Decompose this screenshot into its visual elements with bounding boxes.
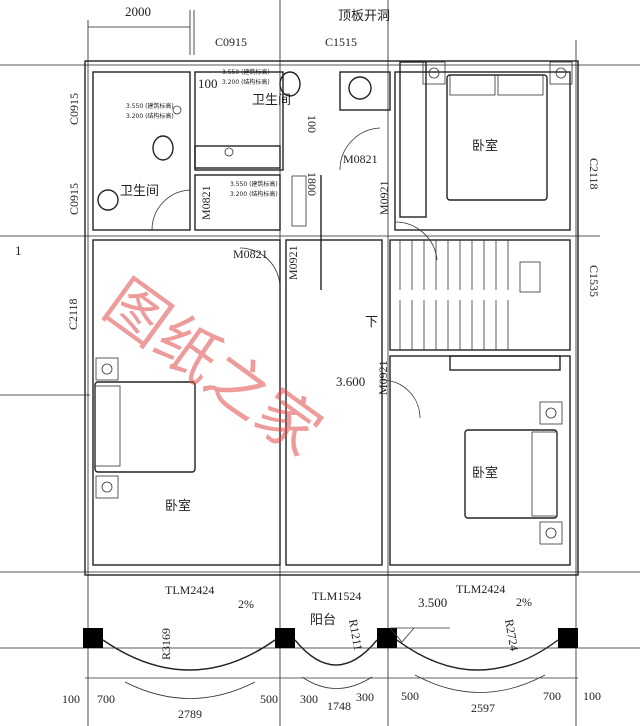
walls (84, 60, 579, 576)
window-label: C0915 (67, 183, 81, 215)
dim-2000: 2000 (125, 4, 151, 19)
room-balcony: 阳台 (310, 613, 336, 628)
radius-label: R2724 (502, 618, 521, 652)
room-bathroom: 卫生间 (120, 184, 159, 199)
watermark: 图纸之家 (91, 265, 335, 470)
room-bedroom: 卧室 (165, 498, 191, 514)
dim-bottom: 100 (583, 689, 601, 703)
beds (94, 74, 558, 519)
door-label: TLM1524 (312, 589, 361, 603)
fixtures (97, 71, 372, 211)
door-label: M0921 (376, 360, 390, 395)
dim-bottom: 500 (260, 692, 278, 706)
dim-bottom: 2789 (178, 707, 202, 721)
dim-1800: 1800 (305, 172, 319, 196)
elev-arch: 3.550 (建筑标高) (230, 180, 278, 188)
window-label: C0915 (67, 93, 81, 125)
dim-bottom: 300 (300, 692, 318, 706)
door-label: M0821 (199, 185, 213, 220)
window-label: C1515 (325, 35, 357, 49)
nightstands (95, 61, 573, 545)
window-label: C0915 (215, 35, 247, 49)
window-label: C2118 (66, 298, 80, 330)
elev-arch: 3.550 (建筑标高) (222, 68, 270, 76)
window-label: C1535 (587, 265, 601, 297)
room-bathroom: 卫生间 (252, 93, 291, 108)
door-label: TLM2424 (456, 582, 505, 596)
labels: 2000 顶板开洞 C0915 C1515 C0915 C0915 C2118 … (15, 4, 601, 721)
elev-struct: 3.200 (结构标高) (230, 190, 278, 198)
door-label: M0821 (343, 152, 378, 166)
dim-bottom: 500 (401, 689, 419, 703)
dim-bottom: 2597 (471, 701, 495, 715)
room-bedroom: 卧室 (472, 138, 498, 154)
stair-down-label: 下 (365, 315, 378, 330)
slope-label: 2% (238, 597, 254, 611)
dim-100-vertical: 100 (305, 115, 319, 133)
dim-bottom: 100 (62, 692, 80, 706)
stair-landing (519, 261, 541, 293)
slope-label: 2% (516, 595, 532, 609)
door-swings (151, 127, 438, 419)
door-label: M0921 (286, 245, 300, 280)
window-label: C2118 (587, 158, 601, 190)
dim-bottom: 300 (356, 690, 374, 704)
door-label: M0921 (377, 180, 391, 215)
radius-label: R3169 (159, 628, 173, 660)
dim-bottom: 700 (543, 689, 561, 703)
dim-bottom: 700 (97, 692, 115, 706)
elev-struct: 3.200 (结构标高) (126, 112, 174, 120)
elev-struct: 3.200 (结构标高) (222, 78, 270, 86)
roof-opening-label: 顶板开洞 (338, 9, 390, 24)
room-bedroom: 卧室 (472, 465, 498, 481)
dim-100: 100 (198, 76, 218, 91)
closets (194, 61, 561, 371)
staircase (399, 240, 541, 350)
balcony (83, 627, 578, 699)
floor-elevation: 3.600 (336, 374, 365, 389)
axis-label: 1 (15, 243, 22, 258)
elev-arch: 3.550 (建筑标高) (126, 102, 174, 110)
radius-label: R1211 (346, 618, 365, 652)
balcony-elevation: 3.500 (418, 595, 447, 610)
door-label: M0821 (233, 247, 268, 261)
door-label: TLM2424 (165, 583, 214, 597)
dim-bottom: 1748 (327, 699, 351, 713)
